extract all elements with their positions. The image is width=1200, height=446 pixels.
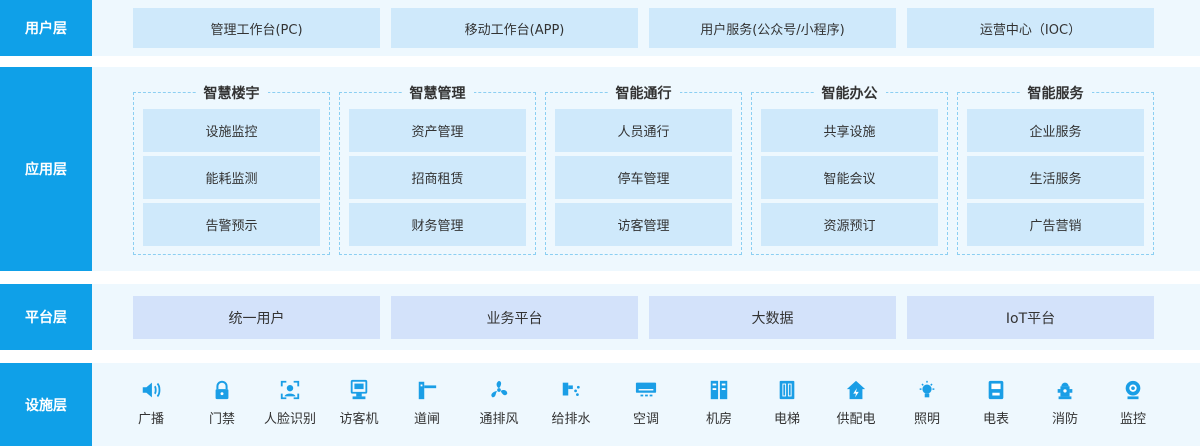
lock-icon bbox=[215, 380, 229, 400]
device-label: 机房 bbox=[705, 412, 732, 427]
camera-icon bbox=[1125, 380, 1141, 400]
module-item: 资源预订 bbox=[761, 203, 938, 246]
device-label: 电表 bbox=[982, 412, 1009, 427]
device-label: 访客机 bbox=[339, 412, 379, 427]
device-ventilation: 通排风 bbox=[464, 379, 534, 427]
module-item: 财务管理 bbox=[349, 203, 526, 246]
user-item-service: 用户服务(公众号/小程序) bbox=[649, 8, 896, 48]
user-layer-label: 用户层 bbox=[0, 0, 92, 56]
facility-layer-label: 设施层 bbox=[0, 363, 92, 446]
user-layer-body: 管理工作台(PC) 移动工作台(APP) 用户服务(公众号/小程序) 运营中心（… bbox=[92, 0, 1200, 56]
facility-layer-body: 广播 门禁 人脸识别 访客机 道闸 通排风 给排水 空调 bbox=[92, 363, 1200, 446]
fire-hydrant-icon bbox=[1057, 382, 1073, 400]
module-title: 智能服务 bbox=[1019, 86, 1092, 102]
device-access-control: 门禁 bbox=[187, 379, 257, 427]
module-item: 停车管理 bbox=[555, 156, 732, 199]
platform-layer: 平台层 统一用户 业务平台 大数据 IoT平台 bbox=[0, 284, 1200, 350]
module-item: 广告营销 bbox=[967, 203, 1144, 246]
module-item: 资产管理 bbox=[349, 109, 526, 152]
device-server-room: 机房 bbox=[684, 379, 754, 427]
application-layer-body: 智慧楼宇 设施监控 能耗监测 告警预示 智慧管理 资产管理 招商租赁 财务管理 … bbox=[92, 67, 1200, 271]
module-item: 告警预示 bbox=[143, 203, 320, 246]
module-title: 智慧管理 bbox=[401, 86, 474, 102]
device-electric-meter: 电表 bbox=[961, 379, 1031, 427]
device-label: 消防 bbox=[1051, 412, 1078, 427]
module-smart-office: 智能办公 共享设施 智能会议 资源预订 bbox=[751, 86, 948, 255]
device-label: 通排风 bbox=[479, 412, 519, 427]
platform-item-iot: IoT平台 bbox=[907, 296, 1154, 339]
module-title: 智能通行 bbox=[607, 86, 680, 102]
device-label: 道闸 bbox=[413, 412, 440, 427]
device-elevator: 电梯 bbox=[752, 379, 822, 427]
user-item-ioc: 运营中心（IOC） bbox=[907, 8, 1154, 48]
module-smart-management: 智慧管理 资产管理 招商租赁 财务管理 bbox=[339, 86, 536, 255]
face-recognition-icon bbox=[280, 380, 300, 400]
user-item-app: 移动工作台(APP) bbox=[391, 8, 638, 48]
module-item: 生活服务 bbox=[967, 156, 1144, 199]
platform-item-unified-user: 统一用户 bbox=[133, 296, 380, 339]
module-smart-service: 智能服务 企业服务 生活服务 广告营销 bbox=[957, 86, 1154, 255]
module-title: 智能办公 bbox=[813, 86, 886, 102]
device-surveillance: 监控 bbox=[1098, 379, 1168, 427]
device-broadcast: 广播 bbox=[116, 379, 186, 427]
module-smart-access: 智能通行 人员通行 停车管理 访客管理 bbox=[545, 86, 742, 255]
device-label: 监控 bbox=[1119, 412, 1146, 427]
platform-item-big-data: 大数据 bbox=[649, 296, 896, 339]
module-title: 智慧楼宇 bbox=[195, 86, 268, 102]
device-visitor-kiosk: 访客机 bbox=[324, 379, 394, 427]
water-icon bbox=[562, 382, 580, 396]
user-layer: 用户层 管理工作台(PC) 移动工作台(APP) 用户服务(公众号/小程序) 运… bbox=[0, 0, 1200, 56]
device-label: 给排水 bbox=[551, 412, 591, 427]
module-item: 智能会议 bbox=[761, 156, 938, 199]
lightbulb-icon bbox=[919, 380, 935, 398]
device-label: 广播 bbox=[137, 412, 164, 427]
power-supply-icon bbox=[846, 380, 866, 400]
fan-icon bbox=[491, 380, 508, 398]
speaker-icon bbox=[142, 382, 161, 398]
device-lighting: 照明 bbox=[892, 379, 962, 427]
module-item: 设施监控 bbox=[143, 109, 320, 152]
meter-icon bbox=[988, 380, 1004, 400]
application-layer: 应用层 智慧楼宇 设施监控 能耗监测 告警预示 智慧管理 资产管理 招商租赁 财… bbox=[0, 67, 1200, 271]
platform-layer-body: 统一用户 业务平台 大数据 IoT平台 bbox=[92, 284, 1200, 350]
device-face-recognition: 人脸识别 bbox=[255, 379, 325, 427]
device-label: 电梯 bbox=[773, 412, 800, 427]
platform-item-business: 业务平台 bbox=[391, 296, 638, 339]
device-power-supply: 供配电 bbox=[821, 379, 891, 427]
barrier-gate-icon bbox=[418, 381, 437, 400]
module-item: 共享设施 bbox=[761, 109, 938, 152]
air-conditioner-icon bbox=[635, 382, 657, 397]
application-layer-label: 应用层 bbox=[0, 67, 92, 271]
module-item: 招商租赁 bbox=[349, 156, 526, 199]
device-label: 照明 bbox=[913, 412, 940, 427]
device-air-conditioner: 空调 bbox=[611, 379, 681, 427]
elevator-icon bbox=[779, 380, 795, 400]
device-label: 供配电 bbox=[836, 412, 876, 427]
platform-layer-label: 平台层 bbox=[0, 284, 92, 350]
module-item: 人员通行 bbox=[555, 109, 732, 152]
device-label: 空调 bbox=[632, 412, 659, 427]
device-barrier-gate: 道闸 bbox=[392, 379, 462, 427]
module-smart-building: 智慧楼宇 设施监控 能耗监测 告警预示 bbox=[133, 86, 330, 255]
facility-layer: 设施层 广播 门禁 人脸识别 访客机 道闸 通排风 给排水 bbox=[0, 363, 1200, 446]
device-label: 人脸识别 bbox=[263, 412, 316, 427]
user-item-pc: 管理工作台(PC) bbox=[133, 8, 380, 48]
module-item: 访客管理 bbox=[555, 203, 732, 246]
device-water-supply: 给排水 bbox=[536, 379, 606, 427]
server-room-icon bbox=[710, 380, 728, 400]
device-label: 门禁 bbox=[208, 412, 235, 427]
module-item: 企业服务 bbox=[967, 109, 1144, 152]
visitor-kiosk-icon bbox=[350, 379, 368, 400]
module-item: 能耗监测 bbox=[143, 156, 320, 199]
device-fire-protection: 消防 bbox=[1030, 379, 1100, 427]
